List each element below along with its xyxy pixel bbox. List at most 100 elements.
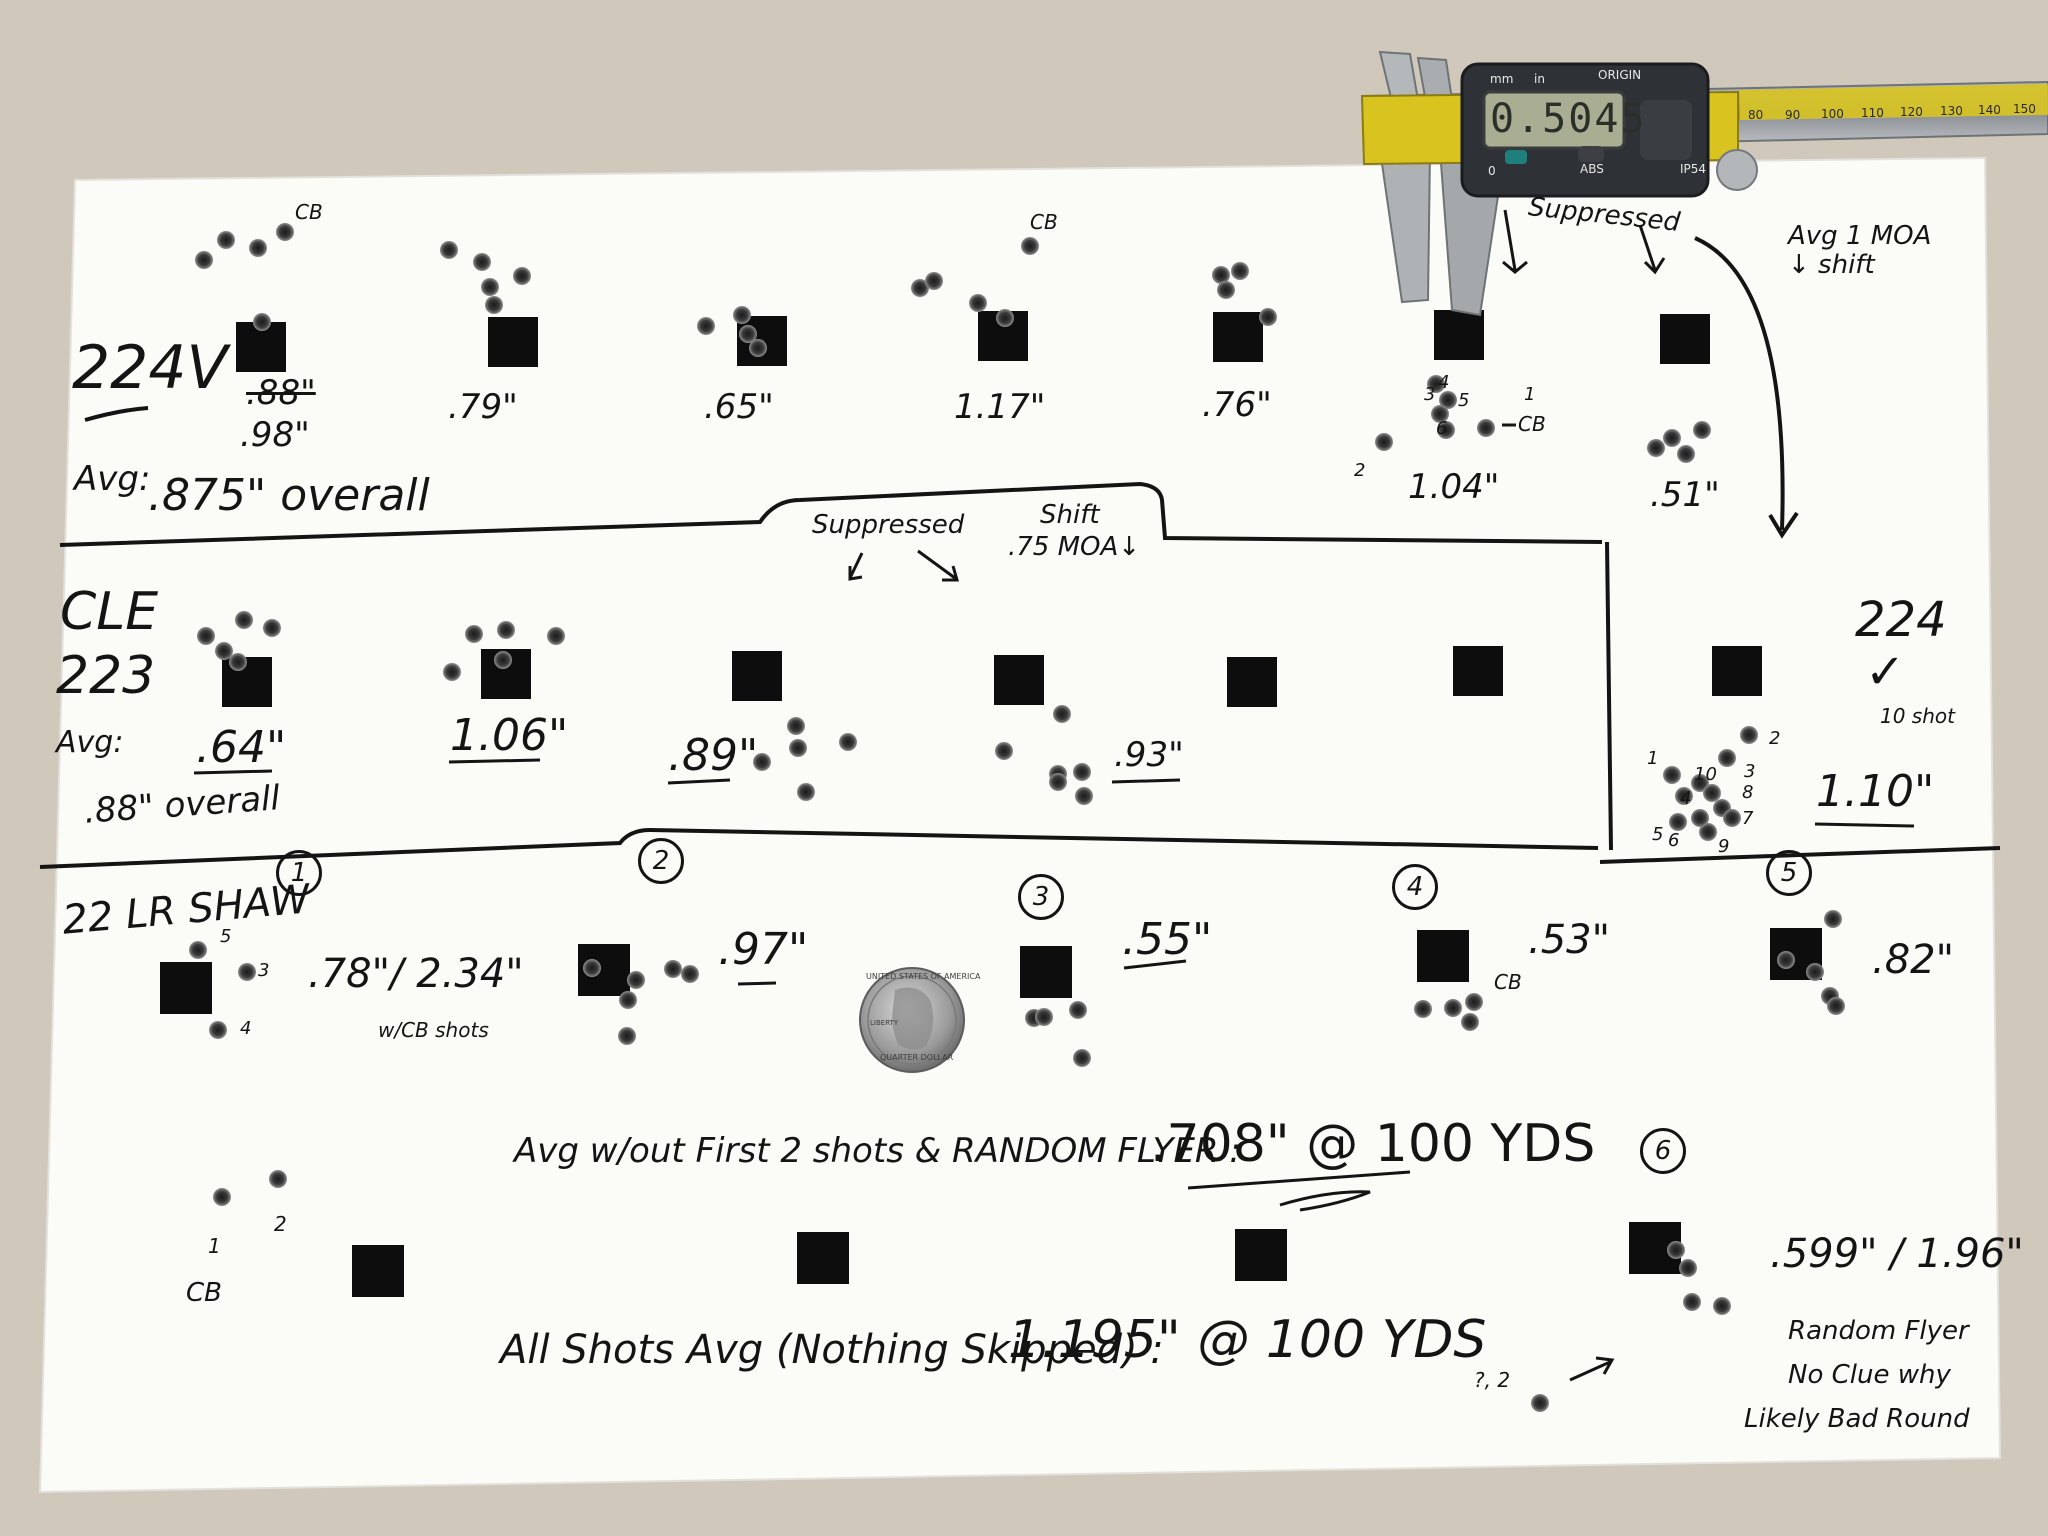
row-22lr-score-2: .97" <box>718 924 809 975</box>
bullet-holes <box>189 223 1845 1412</box>
row-224-score: 1.10" <box>1816 766 1935 817</box>
caliper-scale-120: 120 <box>1900 105 1923 119</box>
row-cle-avg-label: Avg: <box>56 725 124 760</box>
row-224-shot-8: 8 <box>1742 782 1754 803</box>
caliper-origin-label: ORIGIN <box>1598 68 1642 82</box>
row-224v-score-7: .51" <box>1650 475 1720 515</box>
row-224-shot-10: 10 <box>1694 764 1717 785</box>
caliper-ip-label: IP54 <box>1680 162 1707 176</box>
target-squares <box>160 310 1822 1297</box>
row-224-shot-1: 1 <box>1647 748 1659 769</box>
caliper-unit-in: in <box>1534 72 1545 86</box>
row-cle-score-1: .64" <box>196 722 287 773</box>
row-224v-score-1: .98" <box>240 415 310 455</box>
caliper-scale-80: 80 <box>1748 108 1764 122</box>
flyer-note-line2: No Clue why <box>1788 1360 1951 1390</box>
underline-cle-93 <box>1111 778 1181 784</box>
row-224v-shot-3: 3 <box>1424 384 1436 405</box>
underline-708 <box>1187 1170 1411 1190</box>
arrow-flyer-icon <box>1569 1356 1615 1382</box>
caliper-scale-100: 100 <box>1821 107 1844 121</box>
row-224v-shot-1: 1 <box>1524 384 1536 405</box>
row-224v-shot-5: 5 <box>1458 390 1470 411</box>
row-22lr-cb-2: CB <box>186 1278 222 1308</box>
lower-left-shot-1: 1 <box>208 1234 221 1258</box>
flyer-marker: ?, 2 <box>1474 1368 1511 1392</box>
caliper-display-reading: 0.5045 <box>1490 96 1647 142</box>
row-224v-avg-label: Avg: <box>74 459 151 499</box>
caliper-unit-mm: mm <box>1490 72 1514 86</box>
row-22lr-score-1: .78"/ 2.34" <box>308 951 524 997</box>
caliper-scale-90: 90 <box>1785 108 1801 122</box>
summary-avg-without-value: .708" @ 100 YDS <box>1150 1114 1596 1174</box>
row-cle-shift-value: .75 MOA↓ <box>1008 532 1141 562</box>
avg-shift-note: Avg 1 MOA ↓ shift <box>1788 221 1932 280</box>
summary-all-shots-value: 1.195" @ 100 YDS <box>1008 1310 1487 1370</box>
divider-line-right-vertical <box>1605 541 1613 851</box>
row-22lr-g1-shot-4: 4 <box>240 1018 252 1039</box>
flyer-note-line1: Random Flyer <box>1788 1316 1969 1346</box>
caliper-zero-label: 0 <box>1488 164 1496 178</box>
group-number-2: 2 <box>638 838 684 884</box>
row-224-check-icon: ✓ <box>1865 644 1906 700</box>
row-22lr-cb-note: w/CB shots <box>378 1018 489 1042</box>
row-224-note: 10 shot <box>1880 704 1955 728</box>
row-224-shot-9: 9 <box>1718 836 1730 857</box>
row-224-shot-4: 4 <box>1680 788 1692 809</box>
summary-avg-without: Avg w/out First 2 shots & RANDOM FLYER : <box>514 1131 1241 1171</box>
row-cle-score-4: .93" <box>1114 735 1184 775</box>
quarter-coin <box>859 967 965 1073</box>
row-224v-shot-4: 4 <box>1438 372 1450 393</box>
divider-line-middle <box>39 827 1599 869</box>
row-224-shot-7: 7 <box>1742 808 1754 829</box>
caliper-scale-140: 140 <box>1978 103 2001 117</box>
row-224v-score-5: .76" <box>1202 385 1272 425</box>
underline-224v <box>84 406 149 422</box>
caliper-scale-110: 110 <box>1861 106 1884 120</box>
row-22lr-score-4: .53" <box>1528 917 1611 963</box>
row-22lr-g1-shot-3: 3 <box>258 960 270 981</box>
row-224-shot-5: 5 <box>1652 824 1664 845</box>
group-number-1: 1 <box>276 850 322 896</box>
lower-left-shot-2: 2 <box>274 1212 287 1236</box>
group-number-5: 5 <box>1766 850 1812 896</box>
row-cle-label-line1: CLE <box>60 582 159 642</box>
underline-97 <box>737 981 777 986</box>
row-224v-score-2: .79" <box>448 387 518 427</box>
divider-line-top <box>59 481 1603 547</box>
caliper-scale-150: 150 <box>2013 102 2036 116</box>
group-number-4: 4 <box>1392 864 1438 910</box>
arrow-curve-icon <box>1694 236 1785 531</box>
coin-top-text: UNITED STATES OF AMERICA <box>866 972 981 981</box>
row-cle-label-line2: 223 <box>56 646 156 706</box>
row-cle-suppressed-label: Suppressed <box>812 510 965 540</box>
summary-all-shots: All Shots Avg (Nothing Skipped) : <box>500 1327 1164 1373</box>
row-cle-score-2: 1.06" <box>450 710 569 761</box>
row-22lr-score-5: .82" <box>1872 937 1955 983</box>
row-224v-score-3: .65" <box>704 387 774 427</box>
underline-cle-64 <box>193 769 273 775</box>
row-cle-shift-label: Shift <box>1040 500 1100 530</box>
row-224v-score-4: 1.17" <box>954 387 1046 427</box>
caliper-scale-130: 130 <box>1940 104 1963 118</box>
underline-708-squiggle <box>1279 1190 1371 1212</box>
row-224v-cb-3: CB <box>1518 412 1546 436</box>
row-224-shot-3: 3 <box>1744 761 1756 782</box>
arrow-head-icon <box>1768 511 1799 539</box>
row-224v-label: 224V <box>72 333 228 403</box>
arrow-cle-left-icon <box>848 552 864 581</box>
row-224v-score-6: 1.04" <box>1408 467 1500 507</box>
arrow-suppressed-right-icon <box>1638 224 1666 275</box>
flyer-note-line3: Likely Bad Round <box>1744 1404 1970 1434</box>
row-224v-cb-1: CB <box>295 200 323 224</box>
row-224v-score-1-crossed: .88" <box>246 373 316 413</box>
group-number-6: 6 <box>1640 1128 1686 1174</box>
coin-left-text: LIBERTY <box>870 1019 899 1027</box>
caliper-abs-label: ABS <box>1580 162 1604 176</box>
row-22lr-cb-1: CB <box>1494 970 1522 994</box>
row-224-shot-6: 6 <box>1668 830 1680 851</box>
underline-cle-89 <box>667 778 731 785</box>
row-224v-shot-6: 6 <box>1436 418 1448 439</box>
arrow-cle-right-icon <box>917 549 959 582</box>
